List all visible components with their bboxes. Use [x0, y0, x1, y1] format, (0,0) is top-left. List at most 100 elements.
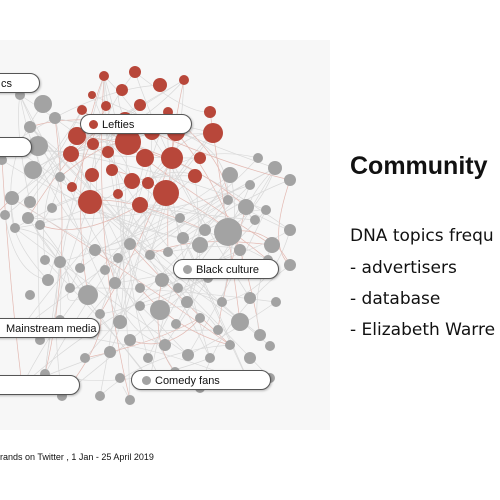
graph-node	[65, 283, 75, 293]
graph-node	[78, 190, 102, 214]
graph-node	[204, 106, 216, 118]
graph-node	[225, 340, 235, 350]
label-lefties: Lefties	[80, 114, 192, 134]
graph-node	[150, 300, 170, 320]
graph-node	[63, 146, 79, 162]
graph-node	[124, 173, 140, 189]
graph-node	[102, 146, 114, 158]
graph-node	[100, 265, 110, 275]
graph-edge	[10, 197, 49, 281]
graph-node	[95, 309, 105, 319]
graph-node	[153, 78, 167, 92]
graph-edge	[14, 227, 71, 289]
graph-edge	[80, 75, 105, 296]
slide-description: DNA topics frequ	[350, 226, 494, 246]
graph-node	[161, 147, 183, 169]
graph-node	[253, 153, 263, 163]
graph-node	[159, 339, 171, 351]
graph-edge	[44, 259, 151, 381]
graph-node	[153, 180, 179, 206]
graph-node	[68, 127, 86, 145]
graph-node	[106, 164, 118, 176]
graph-edge	[129, 243, 149, 359]
graph-node	[163, 247, 173, 257]
graph-node	[77, 105, 87, 115]
graph-edge	[84, 317, 201, 359]
graph-edge	[151, 131, 291, 181]
graph-node	[135, 301, 145, 311]
graph-node	[0, 210, 10, 220]
label-partial-left	[0, 137, 32, 157]
graph-node	[213, 325, 223, 335]
graph-node	[177, 232, 189, 244]
graph-node	[88, 91, 96, 99]
graph-node	[194, 152, 206, 164]
graph-edge	[44, 117, 63, 375]
graph-edge	[14, 175, 196, 229]
graph-nodes	[0, 66, 296, 405]
graph-node	[34, 95, 52, 113]
graph-node	[199, 224, 211, 236]
graph-edge	[39, 204, 141, 230]
graph-node	[113, 253, 123, 263]
label-top-left-community: cs	[0, 73, 40, 93]
graph-node	[181, 296, 193, 308]
graph-node	[214, 218, 242, 246]
graph-edge	[77, 167, 276, 331]
graph-edge	[149, 79, 185, 256]
graph-node	[124, 334, 136, 346]
graph-node	[284, 259, 296, 271]
graph-node	[132, 197, 148, 213]
graph-node	[136, 149, 154, 167]
graph-node	[238, 199, 254, 215]
graph-node	[125, 395, 135, 405]
graph-edge	[27, 127, 101, 219]
graph-node	[261, 205, 271, 215]
graph-node	[175, 213, 185, 223]
label-mainstream-media: Mainstream media	[0, 318, 100, 338]
graph-node	[195, 313, 205, 323]
graph-edge	[1, 159, 23, 387]
graph-edge	[157, 279, 176, 373]
graph-edge	[4, 109, 83, 216]
graph-node	[135, 283, 145, 293]
graph-edge	[14, 180, 133, 229]
graph-node	[47, 203, 57, 213]
graph-node	[250, 215, 260, 225]
graph-node	[78, 285, 98, 305]
graph-node	[115, 129, 141, 155]
graph-node	[40, 255, 50, 265]
graph-node	[95, 391, 105, 401]
graph-node	[134, 99, 146, 111]
graph-node	[42, 274, 54, 286]
figure-caption: rands on Twitter , 1 Jan - 25 April 2019	[0, 452, 154, 462]
graph-node	[179, 75, 189, 85]
graph-node	[0, 155, 7, 165]
graph-edge	[44, 192, 167, 375]
graph-node	[244, 352, 256, 364]
graph-node	[142, 177, 154, 189]
graph-node	[113, 315, 127, 329]
graph-node	[205, 353, 215, 363]
graph-edge	[99, 344, 231, 397]
graph-node	[10, 223, 20, 233]
graph-node	[192, 237, 208, 253]
graph-node	[223, 195, 233, 205]
graph-node	[55, 172, 65, 182]
graph-edge	[32, 169, 184, 239]
lefties-dot-icon	[89, 120, 98, 129]
graph-node	[173, 283, 183, 293]
graph-node	[75, 263, 85, 273]
graph-node	[85, 168, 99, 182]
graph-node	[245, 180, 255, 190]
graph-node	[22, 212, 34, 224]
graph-edge	[47, 119, 126, 281]
graph-edge	[37, 145, 241, 323]
graph-node	[284, 174, 296, 186]
graph-node	[264, 237, 280, 253]
graph-node	[234, 244, 246, 256]
graph-node	[271, 297, 281, 307]
graph-node	[104, 346, 116, 358]
graph-node	[24, 121, 36, 133]
graph-node	[182, 349, 194, 361]
